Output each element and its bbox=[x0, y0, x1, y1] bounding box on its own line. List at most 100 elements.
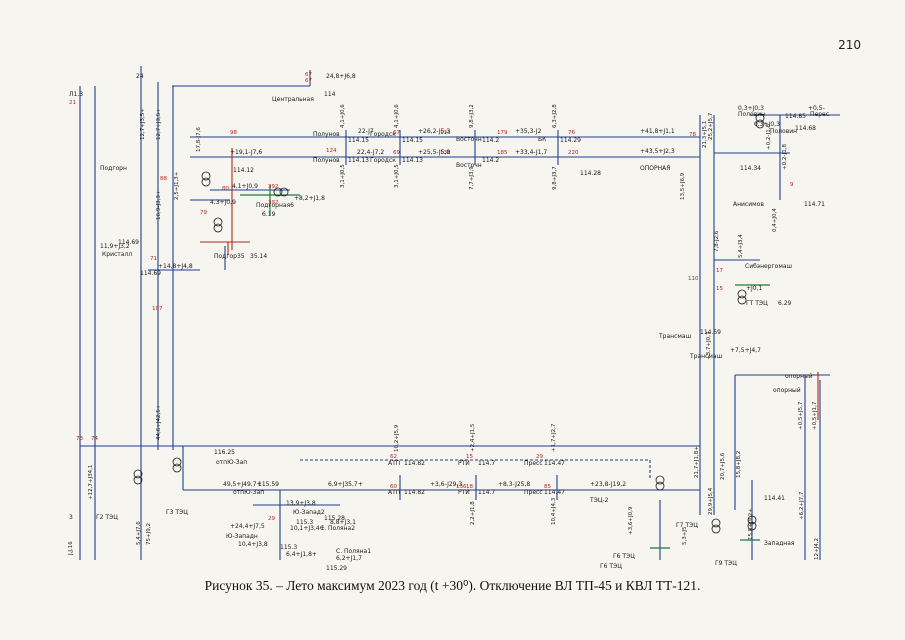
label-polovin1: Половин bbox=[738, 111, 765, 118]
vflow-op1: 21,3+J5,1 bbox=[702, 121, 708, 148]
flow-central: 24,8+J6,8 bbox=[326, 73, 356, 80]
flow-sib: +J0,1 bbox=[746, 285, 763, 292]
vflow-c3: 17,8-J7,6 bbox=[196, 127, 202, 152]
label-atp2: АТП bbox=[388, 489, 400, 496]
mark-69: 69 bbox=[393, 150, 400, 156]
vflow-an1: +0,2-J1,8 bbox=[766, 123, 772, 150]
label-press1: Пресс bbox=[524, 460, 543, 467]
label-aniskino: Анисимов bbox=[733, 201, 764, 208]
vflow-sib2: 5,4+J3,4 bbox=[738, 234, 744, 258]
flow-atp1: 6,9+J35,7+ bbox=[328, 481, 363, 488]
vflow-vos2: 7,7+J3,9 bbox=[469, 166, 475, 190]
label-g6: Г6 ТЭЦ bbox=[613, 553, 635, 560]
mark-179: 179 bbox=[497, 130, 508, 136]
label-otpu-zap: отпЮ-Зап bbox=[216, 459, 247, 466]
vflow-c4: 2,5+J1,3+ bbox=[174, 171, 180, 200]
label-cut-bottom: Г6 ТЭЦ bbox=[600, 563, 622, 570]
label-gorod1: Городск bbox=[370, 131, 396, 138]
mark-88: 88 bbox=[160, 176, 167, 182]
flow-pol: 0,3+J0,3 bbox=[738, 105, 764, 112]
label-zapadnaya: Западная bbox=[764, 540, 795, 547]
value-114-15a: 114.15 bbox=[348, 137, 369, 144]
flow-oz1: 49,5+J49,7+ bbox=[223, 481, 262, 488]
flow-pg4: 4,3+J0,9 bbox=[210, 199, 236, 206]
mark-220: 220 bbox=[568, 150, 579, 156]
label-pers: Перес bbox=[810, 111, 829, 118]
value-35-14: 35.14 bbox=[250, 253, 267, 260]
vflow-c2: 12,7+J3,5+ bbox=[156, 108, 162, 140]
label-g3: Г3 ТЭЦ bbox=[166, 509, 188, 516]
value-114-2a: 114.2 bbox=[482, 137, 499, 144]
flow-gor2: +25,5-J5,8 bbox=[418, 149, 450, 156]
label-rti2: РТИ bbox=[458, 489, 470, 496]
label-opornaya: ОПОРНАЯ bbox=[640, 165, 670, 172]
mark-67: 67 bbox=[393, 130, 400, 136]
value-24: 24 bbox=[136, 73, 144, 80]
label-bk: БК bbox=[538, 136, 547, 143]
vflow-z3: +6,2+J7,7 bbox=[799, 491, 805, 520]
flow-atp2: +3,6-J29,3 bbox=[430, 481, 462, 488]
value-114-28: 114.28 bbox=[580, 170, 601, 177]
value-central-114: 114 bbox=[324, 91, 336, 98]
flow-op1: +41,8+J1,1 bbox=[640, 128, 675, 135]
mark-136: 136 bbox=[456, 484, 467, 490]
flow-pol2b: 0,3+J0,3 bbox=[754, 121, 780, 128]
flow-pol2: 22,4-J7,2 bbox=[357, 149, 384, 156]
label-opor-r2: опорный bbox=[773, 387, 801, 394]
mark-185: 185 bbox=[497, 150, 508, 156]
vflow-an3: 0,4+J0,4 bbox=[772, 208, 778, 232]
mark-85: 85 bbox=[544, 484, 551, 490]
value-114-12: 114.12 bbox=[233, 167, 254, 174]
value-114-69b: 114.69 bbox=[140, 270, 161, 277]
label-podgor35: Подгор35 bbox=[214, 253, 245, 260]
mark-62: 62 bbox=[390, 454, 397, 460]
vflow-rti2: 2,2+J1,8 bbox=[470, 501, 476, 525]
label-g2: Г2 ТЭЦ bbox=[96, 514, 118, 521]
label-vostok1: Восточн bbox=[456, 136, 482, 143]
mark-73: 73 bbox=[76, 436, 83, 442]
flow-op2: +43,5+J2,3 bbox=[640, 148, 675, 155]
vflow-pol: 4,1+J0,6 bbox=[340, 104, 346, 128]
vflow-op2: 25,2+J5,7 bbox=[708, 112, 714, 140]
mark-71: 71 bbox=[150, 256, 157, 262]
mark-74: 74 bbox=[91, 436, 98, 442]
value-115-59: 115.59 bbox=[258, 481, 279, 488]
vflow-rti: +2,4+J1,5 bbox=[470, 423, 476, 452]
vflow-g9: 20,7+J5,6 bbox=[720, 452, 726, 480]
vflow-z1: +0,5+J5,7 bbox=[798, 401, 804, 430]
mark-29b: 29 bbox=[268, 516, 275, 522]
vflow-bk: 6,3+J2,8 bbox=[552, 104, 558, 128]
flow-kr2: +14,8+J4,8 bbox=[158, 263, 193, 270]
label-yu-zap2: Ю-Запад2 bbox=[293, 509, 325, 516]
vflow-g9c: 15,8+J9,2+ bbox=[748, 508, 754, 540]
label-poltsunov1: Полунов bbox=[313, 131, 340, 138]
flow-yz2: 10,1+J3,4+ bbox=[290, 525, 325, 532]
label-central: Центральная bbox=[272, 96, 314, 103]
value-114-68: 114.68 bbox=[795, 125, 816, 132]
mark-78: 78 bbox=[689, 132, 696, 138]
vflow-pol2: 3,1+J0,5 bbox=[340, 164, 346, 188]
label-opor-r1: опорный bbox=[785, 373, 813, 380]
grid-lines bbox=[79, 66, 840, 560]
value-6-29: 6.29 bbox=[778, 300, 792, 307]
value-114-82a: 114.82 bbox=[404, 460, 425, 467]
label-rti1: РТИ bbox=[458, 460, 470, 467]
value-115-3b: 115.3 bbox=[280, 544, 297, 551]
mark-107: 107 bbox=[152, 306, 163, 312]
vflow-gor: 4,1+J0,6 bbox=[394, 104, 400, 128]
vflow-tr: +3,7+J0,7 bbox=[706, 331, 712, 360]
value-114-85: 114.85 bbox=[785, 113, 806, 120]
value-114-15b: 114.15 bbox=[402, 137, 423, 144]
value-6-19: 6.19 bbox=[262, 211, 276, 218]
label-polovin2: Половин bbox=[770, 128, 797, 135]
vflow-an2: +0,2-J1,8 bbox=[782, 143, 788, 170]
vflow-c1: 12,7+J3,5+ bbox=[140, 108, 146, 140]
red-lines bbox=[200, 148, 819, 420]
mark-67a: 67 bbox=[305, 72, 312, 78]
page-number: 210 bbox=[838, 38, 861, 52]
label-g7: Г7 ТЭЦ bbox=[676, 522, 698, 529]
mark-392a: 392 bbox=[268, 184, 279, 190]
mark-80: 80 bbox=[222, 186, 229, 192]
